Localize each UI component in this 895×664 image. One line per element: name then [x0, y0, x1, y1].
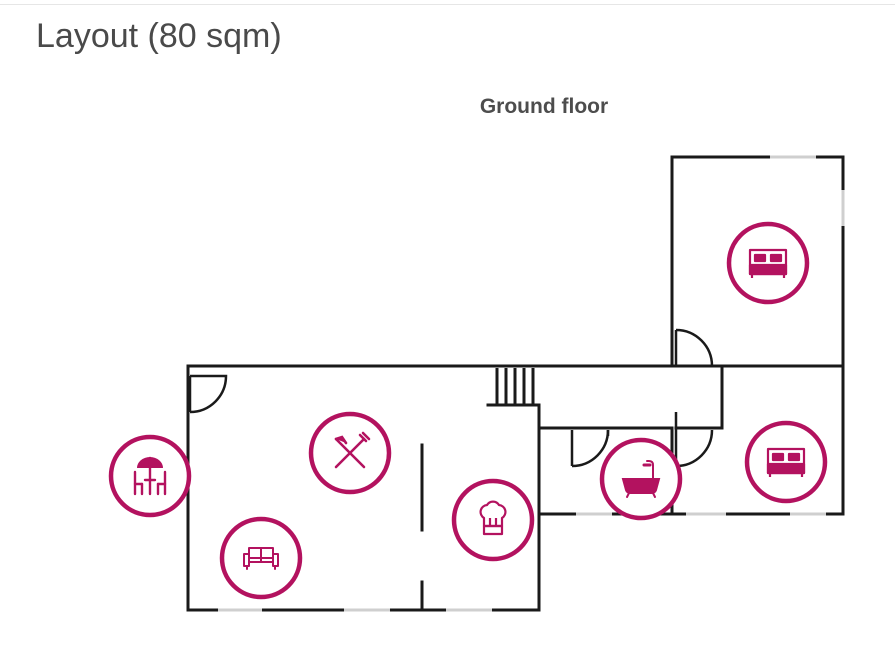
double-bed-icon[interactable] [726, 221, 810, 305]
windows [218, 155, 845, 612]
door-entrance [188, 374, 228, 414]
top-divider [0, 4, 895, 5]
stairs [495, 368, 535, 404]
chef-hat-icon[interactable] [451, 478, 535, 562]
door-bedroom2 [674, 412, 714, 468]
sofa-icon[interactable] [219, 516, 303, 600]
floor-label: Ground floor [479, 95, 609, 118]
terrace-umbrella-icon[interactable] [108, 434, 192, 518]
doors [188, 328, 714, 468]
page-title: Layout (80 sqm) [36, 17, 282, 55]
double-bed-icon[interactable] [744, 420, 828, 504]
door-bathroom [570, 429, 610, 468]
cutlery-icon[interactable] [308, 411, 392, 495]
bathtub-icon[interactable] [599, 437, 683, 521]
door-bedroom1 [674, 328, 714, 367]
